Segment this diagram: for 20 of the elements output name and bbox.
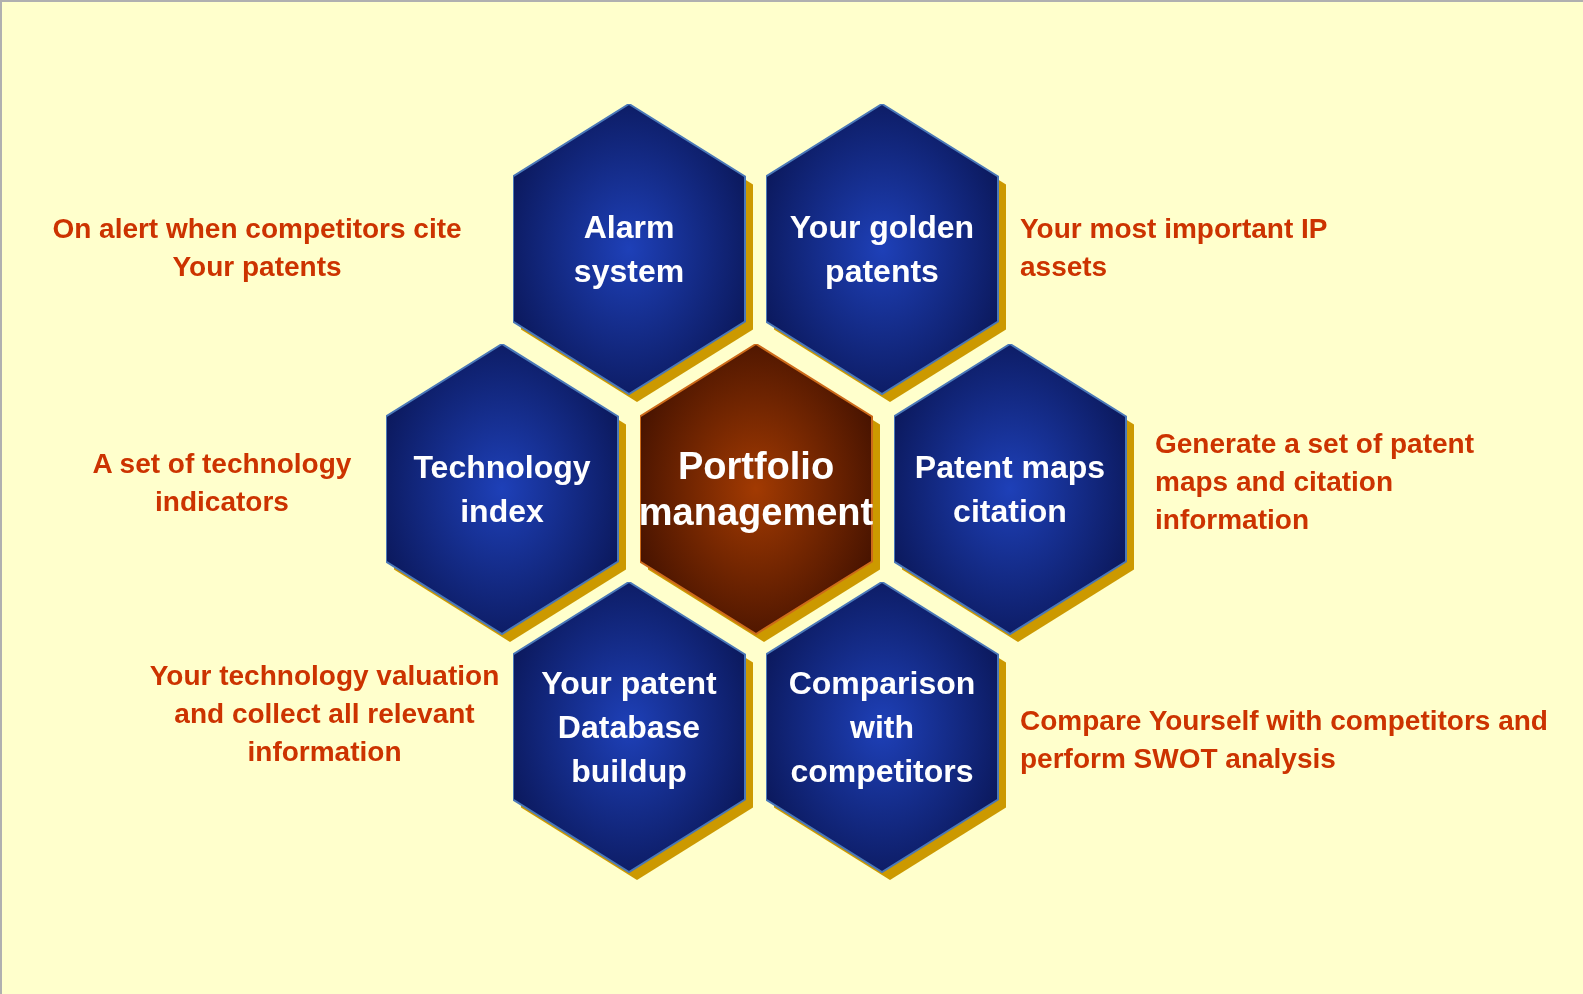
hexagon-label: Patent maps citation	[913, 448, 1107, 531]
topic-hexagon	[766, 104, 1006, 402]
description-text: A set of technology indicators	[91, 447, 353, 519]
description-text: Generate a set of patent maps and citation information	[1155, 427, 1475, 537]
topic-hexagon	[894, 344, 1134, 642]
description-text: Your most important IP assets	[1020, 212, 1328, 284]
description-text: Your technology valuation and collect all relevant information	[148, 659, 501, 769]
description-text: On alert when competitors cite Your patents	[51, 212, 463, 284]
hexagon-label: Portfolio management	[638, 444, 874, 535]
hexagon-label: Technology index	[412, 448, 592, 531]
topic-hexagon	[513, 104, 753, 402]
topic-hexagon	[386, 344, 626, 642]
topic-hexagon	[766, 582, 1006, 880]
description-text: Compare Yourself with competitors and perform SWOT analysis	[1020, 704, 1549, 776]
hexagon-label: Your patent Database buildup	[540, 664, 718, 791]
topic-hexagon	[513, 582, 753, 880]
hexagon-label: Comparison with competitors	[787, 664, 977, 791]
hexagon-label: Your golden patents	[788, 208, 976, 291]
central-hexagon	[640, 344, 880, 642]
hexagon-label: Alarm system	[572, 208, 686, 291]
